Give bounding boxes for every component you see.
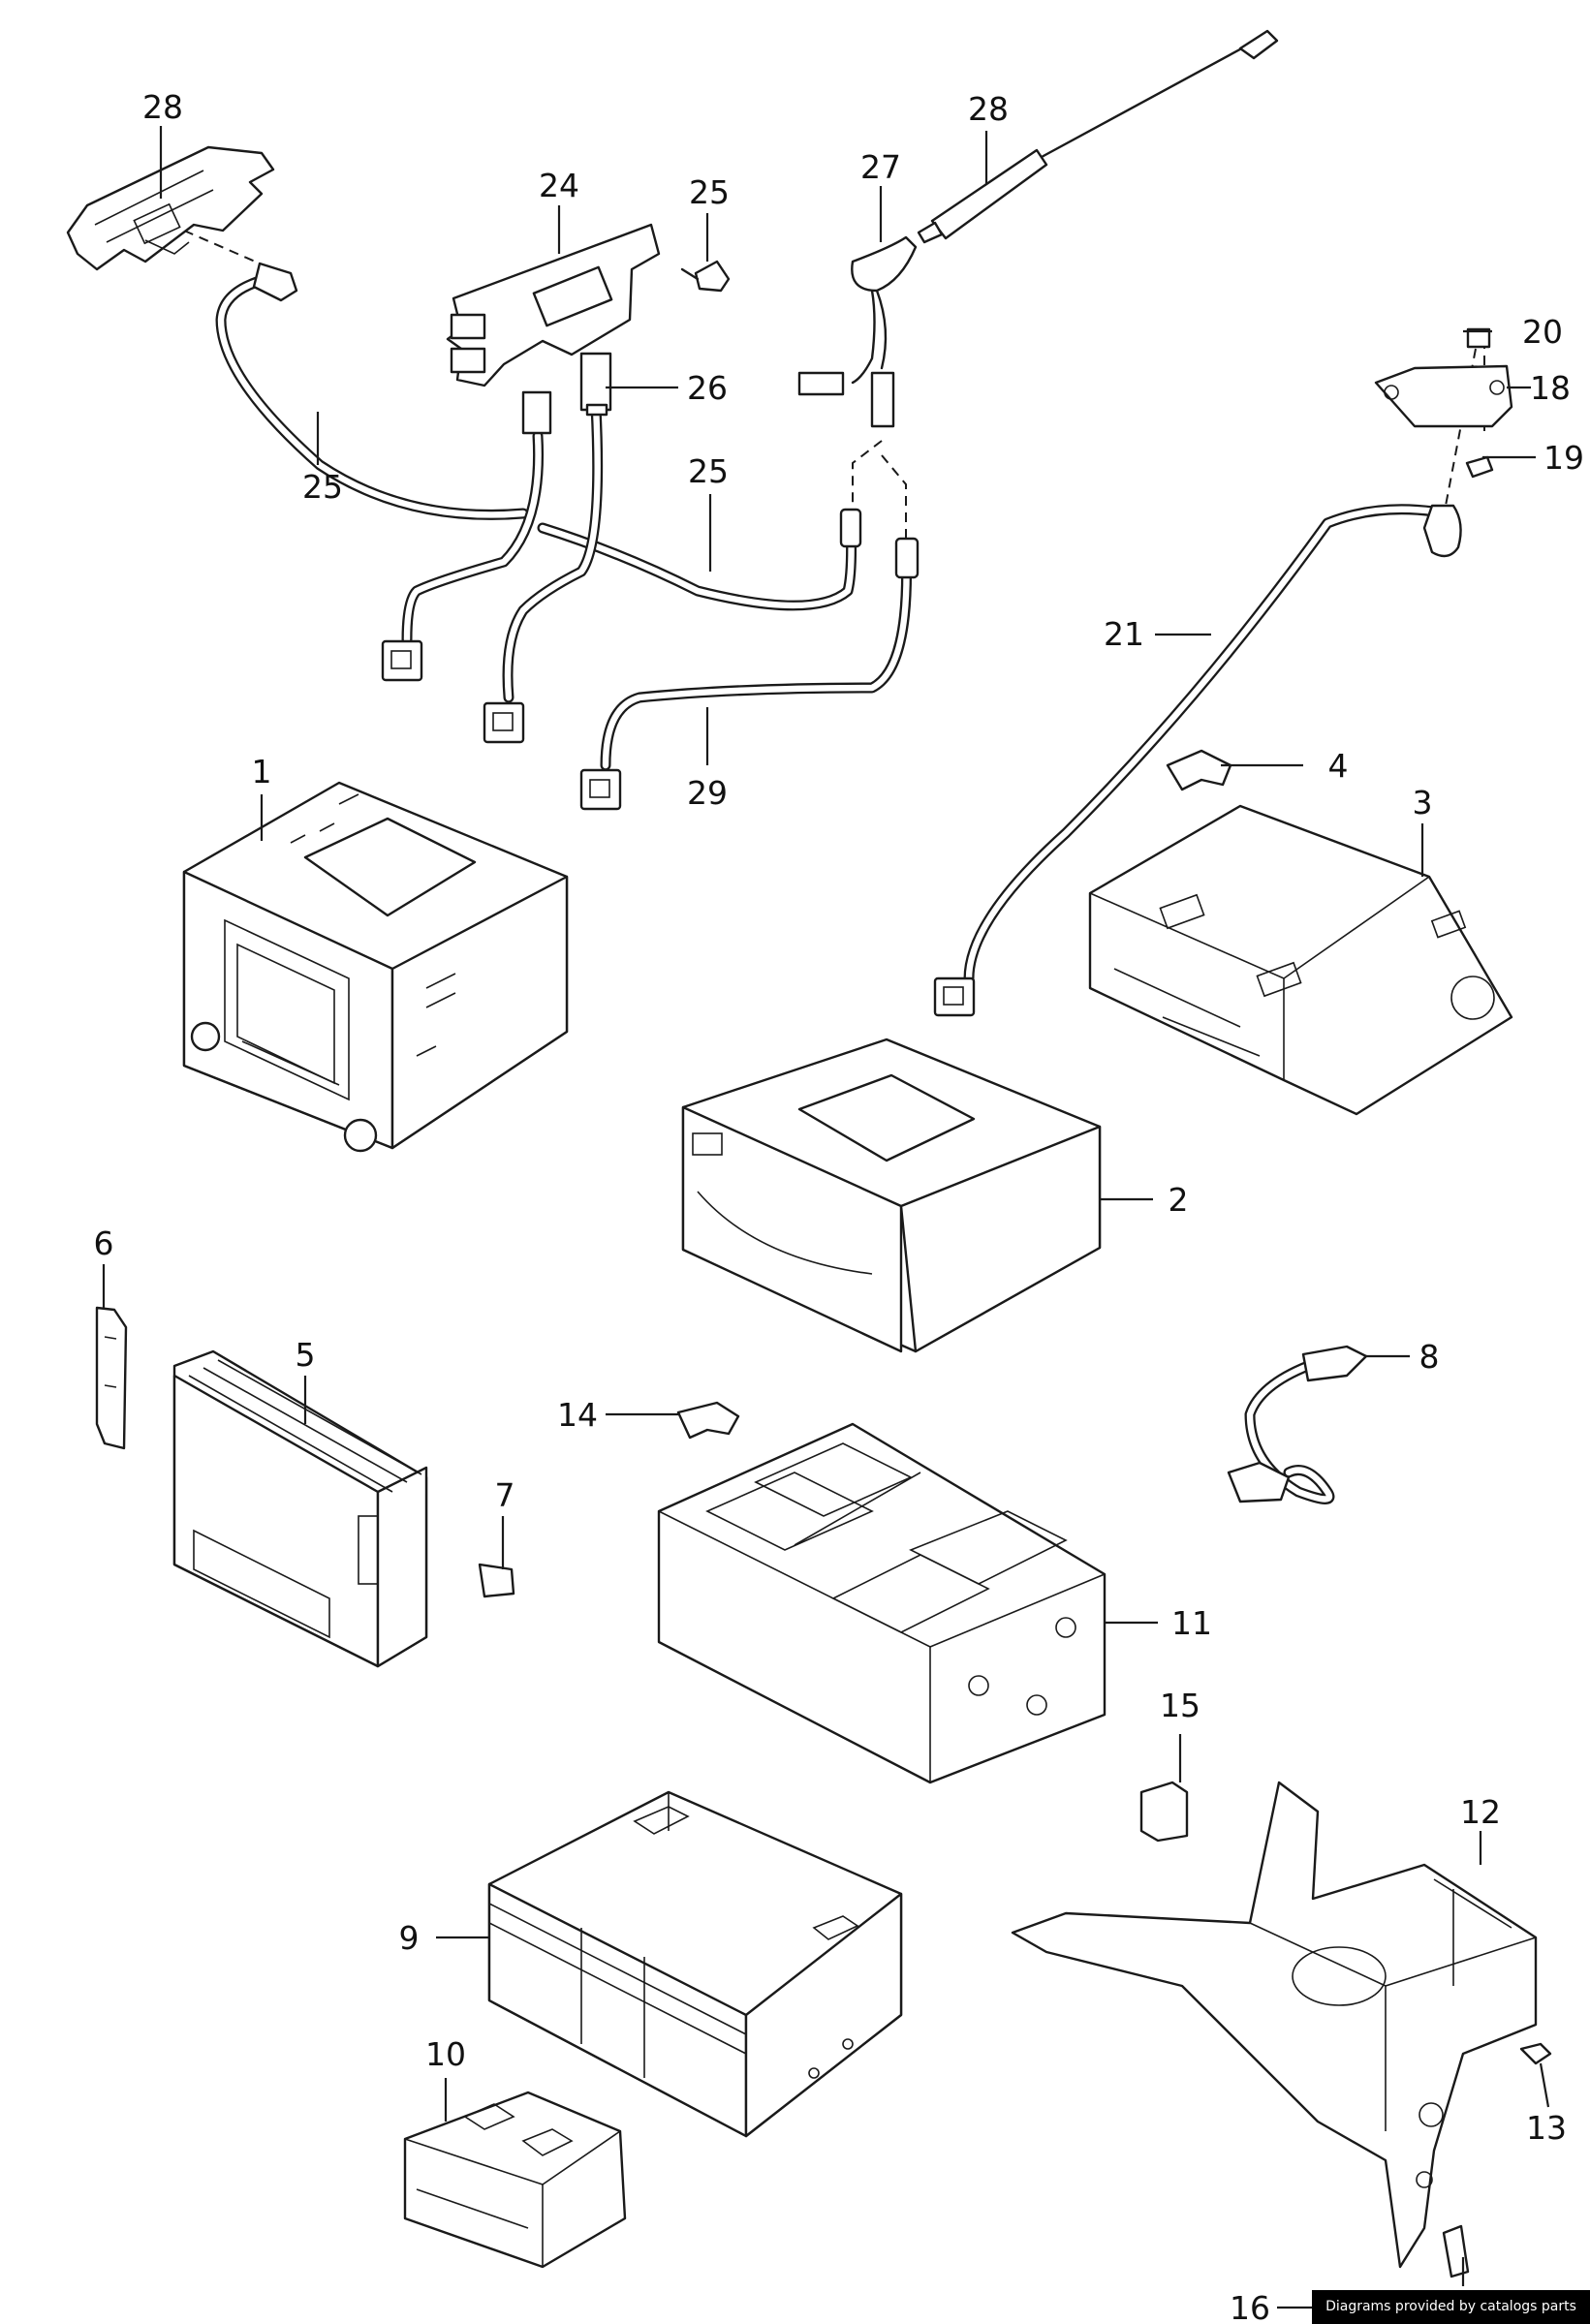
part-10-magazine [403, 2091, 627, 2269]
part-6-strip [95, 1306, 128, 1450]
part-8-harness [1227, 1345, 1368, 1504]
callout-19: 19 [1543, 439, 1584, 477]
part-23-module [446, 223, 661, 387]
callout-10: 10 [425, 2035, 466, 2073]
callout-16: 16 [1230, 2289, 1270, 2324]
callout-8: 8 [1419, 1338, 1440, 1376]
callout-28: 28 [968, 90, 1009, 128]
callout-9: 9 [399, 1919, 420, 1957]
part-4-clip [1166, 749, 1232, 791]
part-18-20-19-antenna-amp [1374, 327, 1513, 479]
part-12-bracket [1011, 1781, 1538, 2269]
cable-center-branch [483, 401, 604, 744]
part-27-amplifier [797, 235, 918, 428]
part-5-control-unit [172, 1349, 428, 1668]
callout-6: 6 [94, 1224, 114, 1262]
antenna-cable-25-right [537, 508, 862, 611]
callout-27: 27 [860, 148, 901, 186]
callout-21: 21 [1104, 615, 1144, 653]
credit-banner: Diagrams provided by catalogs parts [1312, 2290, 1590, 2324]
callout-18: 18 [1530, 369, 1571, 407]
part-11-frame [657, 1422, 1107, 1784]
callout-29: 29 [687, 774, 728, 812]
callout-24: 25 [689, 173, 730, 211]
callout-5: 5 [296, 1336, 316, 1374]
part-13-bolt [1519, 2042, 1552, 2065]
part-2-navigation-drive [681, 1038, 1102, 1353]
callout-15: 15 [1160, 1687, 1200, 1724]
callout-25-right: 25 [688, 452, 729, 490]
part-3-mounting-frame [1088, 804, 1513, 1116]
part-1-head-unit [182, 781, 569, 1153]
callout-4: 4 [1328, 747, 1349, 785]
antenna-cable-21 [933, 504, 1462, 1017]
callout-26: 26 [687, 369, 728, 407]
antenna-cable-29 [579, 537, 920, 811]
callout-14: 14 [557, 1396, 598, 1434]
part-28-antenna-rod [917, 29, 1279, 244]
leader-lines [102, 126, 1550, 2309]
callout-numbers: 28 24 25 27 28 26 25 25 20 18 19 21 29 1… [94, 88, 1585, 2324]
part-15-clip [1139, 1781, 1189, 1843]
callout-7: 7 [495, 1476, 515, 1514]
cable-left-branch [381, 430, 545, 682]
callout-13: 13 [1526, 2109, 1567, 2147]
part-24-clip [680, 260, 731, 293]
part-22-bracket [66, 145, 275, 271]
callout-20: 20 [1522, 313, 1563, 351]
antenna-cable-25-left [215, 262, 529, 520]
part-14-clip [676, 1401, 740, 1440]
callout-22: 28 [142, 88, 183, 126]
part-17-clip [1442, 2224, 1470, 2278]
part-9-cd-changer [487, 1790, 903, 2138]
part-26-connectors [521, 352, 612, 435]
callout-2: 2 [1169, 1181, 1189, 1219]
callout-11: 11 [1171, 1604, 1212, 1642]
part-7-clip [478, 1563, 515, 1598]
callout-3: 3 [1413, 784, 1433, 821]
callout-23: 24 [539, 167, 579, 204]
callout-1: 1 [252, 753, 272, 790]
callout-12: 12 [1460, 1793, 1501, 1831]
callout-25-left: 25 [302, 468, 343, 506]
